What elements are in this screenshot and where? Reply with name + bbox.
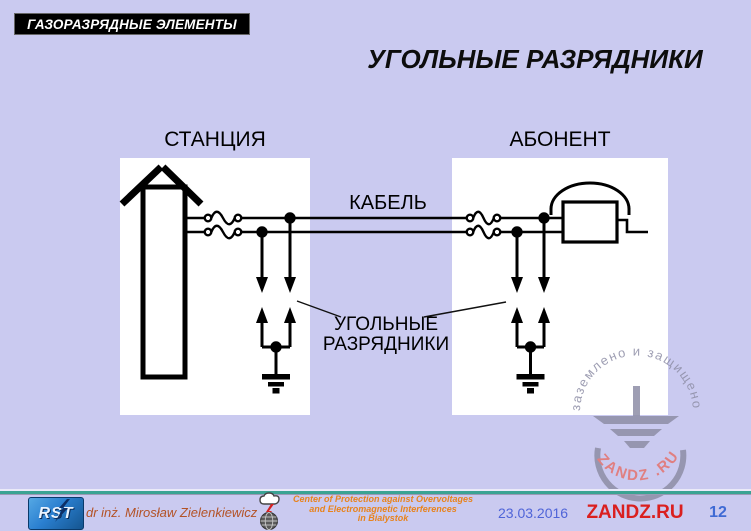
lightning-bolt-icon <box>55 499 70 522</box>
footer-separator-teal <box>0 491 751 494</box>
page-title: УГОЛЬНЫЕ РАЗРЯДНИКИ <box>367 44 703 74</box>
arresters-label: УГОЛЬНЫЕ РАЗРЯДНИКИ <box>316 315 456 354</box>
page-number: 12 <box>709 504 727 521</box>
fuse-coil-icon <box>203 210 243 240</box>
slide-tag-banner: ГАЗОРАЗРЯДНЫЕ ЭЛЕМЕНТЫ <box>14 13 250 35</box>
footer-separator-dark <box>0 494 751 495</box>
author-name: dr inż. Mirosław Zielenkiewicz <box>86 505 258 520</box>
watermark-ground-icon <box>593 386 679 448</box>
fuse-coil-icon <box>465 210 502 240</box>
ground-symbol <box>516 374 545 394</box>
station-label: СТАНЦИЯ <box>164 128 266 151</box>
spark-gap-arresters <box>511 212 550 374</box>
footer-date: 23.03.2016 <box>498 505 569 521</box>
organization-text: Center of Protection against Overvoltage… <box>288 494 478 524</box>
ground-symbol <box>262 374 290 394</box>
organization-line1: Center of Protection against Overvoltage… <box>292 494 474 504</box>
footer-site-link: ZANDZ.RU <box>586 502 684 523</box>
watermark-ring <box>594 447 687 502</box>
station-tower-icon <box>119 164 204 380</box>
cable-label: КАБЕЛЬ <box>349 192 427 214</box>
cable-wires <box>185 216 563 234</box>
footer-separator-light <box>0 489 751 491</box>
subscriber-panel <box>452 158 668 415</box>
arresters-label-line2: РАЗРЯДНИКИ <box>322 333 450 355</box>
storm-globe-icon <box>259 492 280 530</box>
organization-line2: and Electromagnetic Interferences <box>309 503 457 514</box>
pointer-line <box>296 300 507 318</box>
subscriber-label: АБОНЕНТ <box>509 128 611 151</box>
telephone-icon <box>549 181 648 244</box>
arresters-label-line1: УГОЛЬНЫЕ <box>333 314 438 335</box>
organization-line3: in Bialystok <box>357 513 409 523</box>
spark-gap-arresters <box>256 212 296 374</box>
slide-tag-text: ГАЗОРАЗРЯДНЫЕ ЭЛЕМЕНТЫ <box>27 16 237 32</box>
rst-logo: RST <box>28 497 84 530</box>
